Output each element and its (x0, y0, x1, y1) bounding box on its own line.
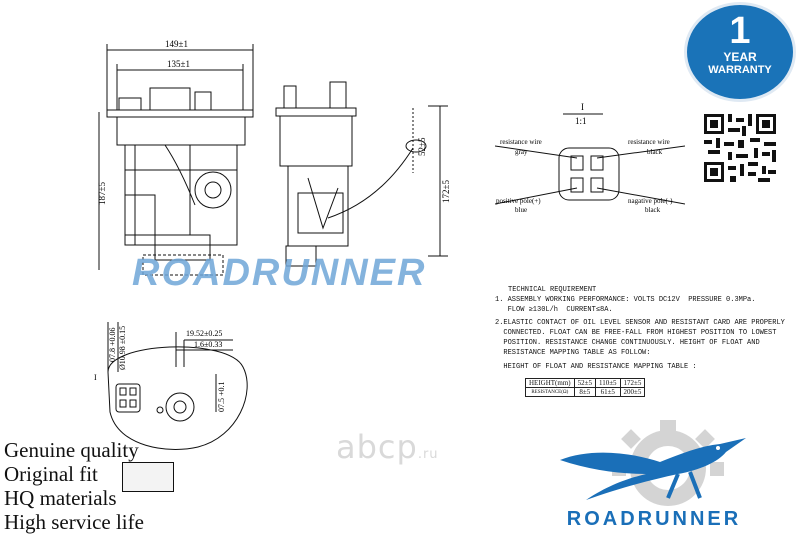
dim-height-float: 52±5 (417, 137, 427, 156)
dim-width-outer: 149±1 (165, 39, 188, 49)
dim-bottom-5: 07.5 +0.1 (217, 381, 226, 412)
dim-width-inner: 135±1 (167, 59, 190, 69)
table-cell: RESISTANCE(Ω) (525, 387, 575, 397)
table-cell: HEIGHT(mm) (525, 378, 575, 388)
label-blue: blue (515, 206, 527, 214)
feature-item: Original fit (4, 462, 98, 486)
table-cell: 8±5 (573, 387, 596, 397)
dim-bottom-1: 07.8 +0.06 (108, 327, 117, 362)
label-black: black (647, 148, 663, 156)
feature-item: High service life (4, 510, 144, 534)
label-resistance-wire-right: resistance wire (628, 138, 670, 146)
tech-line-1: 1. ASSEMBLY WORKING PERFORMANCE: VOLTS D… (495, 296, 756, 304)
warranty-badge: 1 YEAR WARRANTY (684, 2, 796, 102)
side-view-drawing: 52±5 172±5 (275, 81, 451, 267)
mapping-table: HEIGHT(mm) 52±5 110±5 172±5 RESISTANCE(Ω… (525, 378, 646, 397)
label-resistance-wire-left: resistance wire (500, 138, 542, 146)
table-row: RESISTANCE(Ω) 8±5 61±5 200±5 (525, 387, 646, 397)
feature-item: Genuine quality (4, 438, 139, 462)
tech-line-3: 2.ELASTIC CONTACT OF OIL LEVEL SENSOR AN… (495, 319, 785, 327)
warranty-text: WARRANTY (708, 64, 772, 76)
feature-item: HQ materials (4, 486, 117, 510)
tech-heading: TECHNICAL REQUIREMENT (508, 286, 597, 294)
tech-line-6: RESISTANCE MAPPING TABLE AS FOLLOW: (495, 349, 651, 357)
table-cell: 61±5 (594, 387, 621, 397)
connector-scale: 1:1 (575, 116, 587, 126)
warranty-number: 1 (729, 10, 751, 52)
qr-code (702, 112, 778, 184)
front-view-drawing: 149±1 135±1 187±5 (97, 39, 254, 276)
tech-line-5: POSITION. RESISTANCE CHANGE CONTINUOUSLY… (495, 339, 760, 347)
dim-bottom-label: I (94, 373, 97, 382)
abcp-logo: abcp.ru (336, 428, 439, 466)
label-negative-pole: nagative pole(-) (628, 197, 673, 205)
abcp-suffix: .ru (417, 447, 439, 462)
table-cell: 110±5 (594, 378, 621, 388)
table-cell: 200±5 (619, 387, 646, 397)
abcp-main: abcp (336, 428, 418, 466)
warranty-year: YEAR (723, 50, 757, 64)
tech-line-2: FLOW ≥130L/h CURRENT≤8A. (495, 306, 613, 314)
dim-height-front: 187±5 (97, 182, 107, 205)
feature-list: Genuine quality Original fit HQ material… (4, 438, 144, 534)
connector-drawing: I 1:1 resistance wire gray resistance wi… (495, 102, 685, 214)
pump-cylinder (122, 462, 174, 492)
tech-line-4: CONNECTED. FLOAT CAN BE FREE-FALL FROM H… (495, 329, 777, 337)
label-positive-pole: positive pole(+) (496, 197, 541, 205)
dim-bottom-2: Ø10.98 ±0.15 (118, 326, 127, 370)
label-gray: gray (515, 148, 528, 156)
dim-bottom-3: 19.52±0.25 (186, 329, 222, 338)
table-row: HEIGHT(mm) 52±5 110±5 172±5 (525, 378, 646, 388)
label-black-2: black (645, 206, 661, 214)
watermark-roadrunner: ROADRUNNER (132, 252, 427, 294)
bottom-view-drawing: 07.8 +0.06 Ø10.98 ±0.15 19.52±0.25 1.6±0… (94, 322, 248, 450)
table-cell: 172±5 (619, 378, 646, 388)
brand-name: ROADRUNNER (566, 508, 742, 530)
table-cell: 52±5 (573, 378, 596, 388)
dim-bottom-4: 1.6±0.33 (194, 340, 222, 349)
tech-line-7: HEIGHT OF FLOAT AND RESISTANCE MAPPING T… (495, 363, 697, 371)
connector-title: I (581, 102, 584, 112)
roadrunner-bird-logo (560, 420, 746, 506)
dim-height-side: 172±5 (441, 180, 451, 203)
